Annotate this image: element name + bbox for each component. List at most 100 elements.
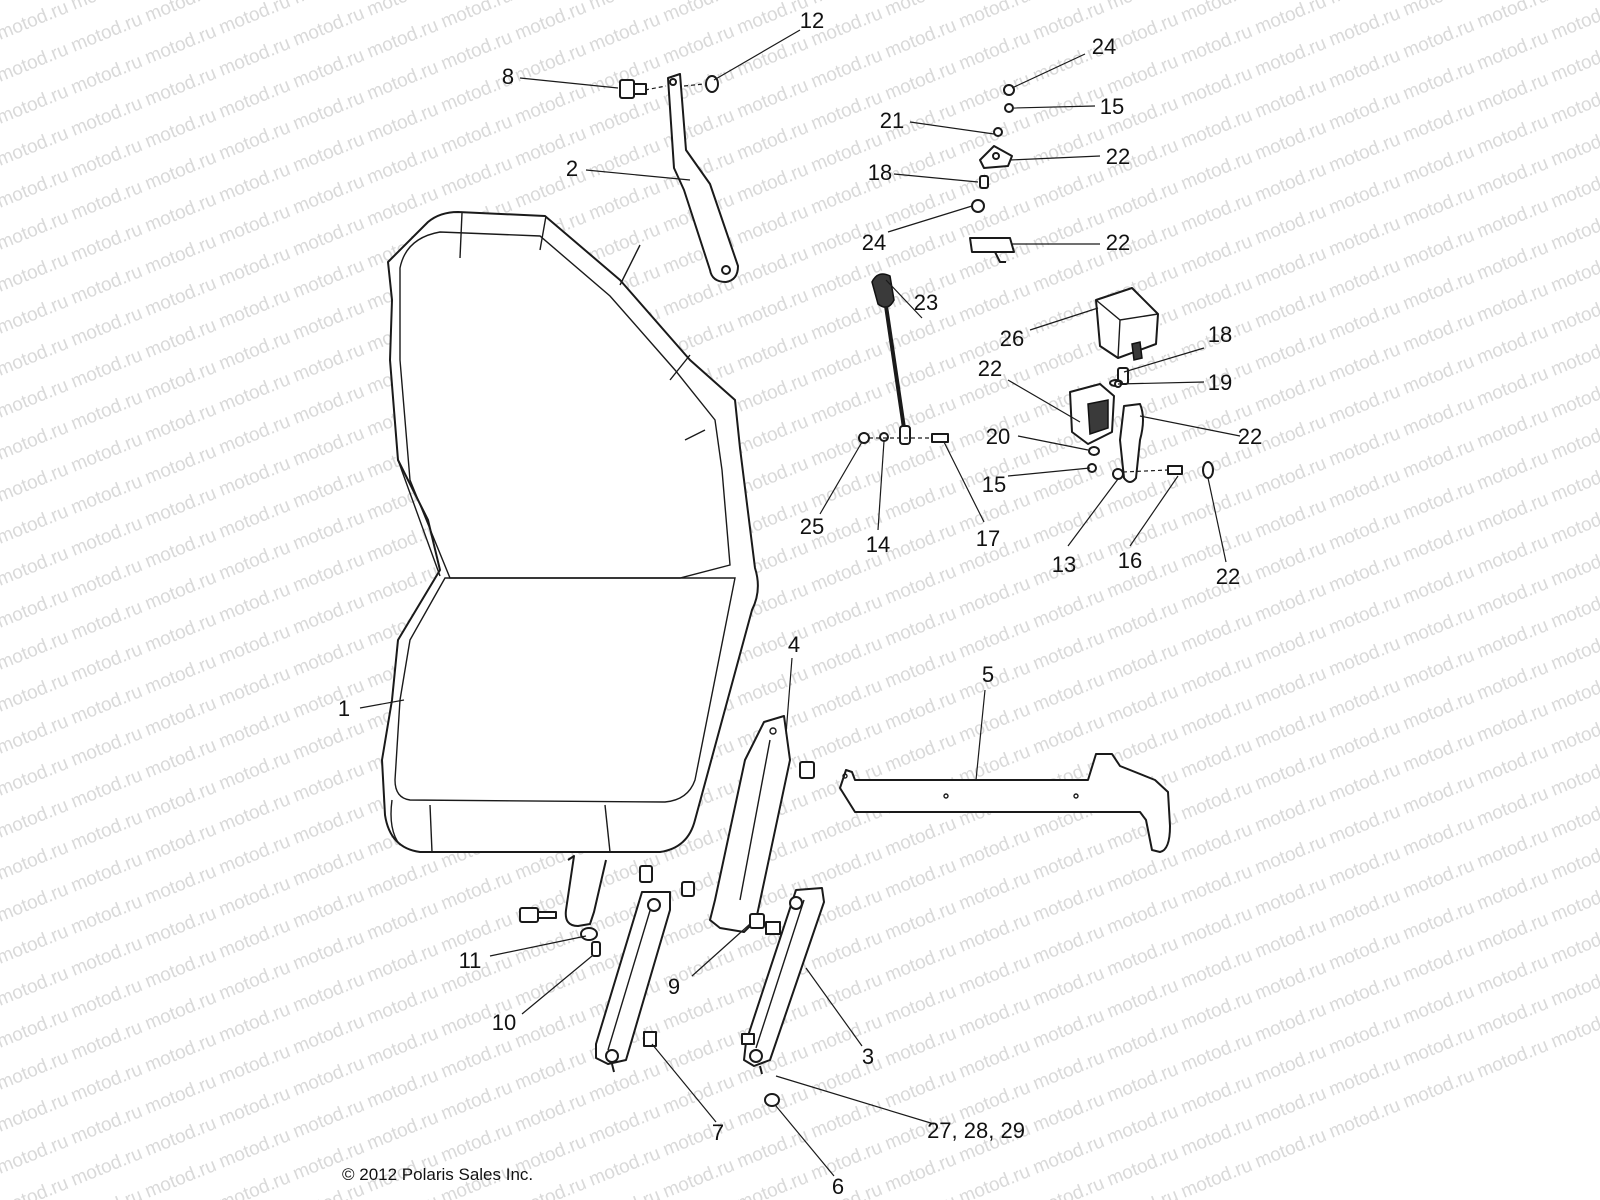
watermark-text: motod.ru bbox=[290, 969, 367, 1017]
watermark-text: motod.ru bbox=[1178, 1113, 1255, 1161]
callout-8: 8 bbox=[502, 64, 514, 89]
watermark-text: motod.ru bbox=[1252, 999, 1329, 1047]
watermark-text: motod.ru bbox=[512, 1047, 589, 1095]
bolt-part bbox=[619, 79, 647, 99]
watermark-text: motod.ru bbox=[1400, 1023, 1477, 1071]
watermark-text: motod.ru bbox=[68, 177, 145, 225]
watermark-text: motod.ru bbox=[1548, 921, 1600, 969]
callout-15: 15 bbox=[1100, 94, 1124, 119]
callout-2: 2 bbox=[566, 156, 578, 181]
watermark-text: motod.ru bbox=[512, 1089, 589, 1137]
watermark-text: motod.ru bbox=[1548, 753, 1600, 801]
callout-22: 22 bbox=[1106, 144, 1130, 169]
watermark-text: motod.ru bbox=[1326, 297, 1403, 345]
watermark-text: motod.ru bbox=[1548, 627, 1600, 675]
watermark-text: motod.ru bbox=[216, 33, 293, 81]
watermark-text: motod.ru bbox=[1326, 507, 1403, 555]
strap-part bbox=[644, 73, 739, 283]
watermark-text: motod.ru bbox=[364, 981, 441, 1029]
callout-1: 1 bbox=[338, 696, 350, 721]
watermark-text: motod.ru bbox=[1178, 1071, 1255, 1119]
watermark-text: motod.ru bbox=[1400, 225, 1477, 273]
watermark-text: motod.ru bbox=[882, 939, 959, 987]
watermark-text: motod.ru bbox=[1030, 165, 1107, 213]
watermark-text: motod.ru bbox=[1326, 255, 1403, 303]
watermark-text: motod.ru bbox=[1548, 459, 1600, 507]
watermark-text: motod.ru bbox=[1178, 483, 1255, 531]
watermark-text: motod.ru bbox=[1252, 33, 1329, 81]
watermark-text: motod.ru bbox=[1474, 783, 1551, 831]
watermark-text: motod.ru bbox=[0, 837, 71, 885]
watermark-text: motod.ru bbox=[142, 441, 219, 489]
callout-24: 24 bbox=[1092, 34, 1116, 59]
watermark-text: motod.ru bbox=[1548, 837, 1600, 885]
watermark-text: motod.ru bbox=[882, 981, 959, 1029]
watermark-text: motod.ru bbox=[1326, 969, 1403, 1017]
watermark-text: motod.ru bbox=[1400, 561, 1477, 609]
watermark-text: motod.ru bbox=[1400, 183, 1477, 231]
watermark-text: motod.ru bbox=[1030, 879, 1107, 927]
callout-19: 19 bbox=[1208, 370, 1232, 395]
watermark-text: motod.ru bbox=[290, 927, 367, 975]
watermark-text: motod.ru bbox=[216, 1041, 293, 1089]
watermark-text: motod.ru bbox=[1474, 867, 1551, 915]
watermark-text: motod.ru bbox=[1104, 891, 1181, 939]
watermark-text: motod.ru bbox=[0, 1005, 71, 1053]
watermark-text: motod.ru bbox=[1030, 837, 1107, 885]
watermark-text: motod.ru bbox=[290, 801, 367, 849]
watermark-text: motod.ru bbox=[216, 1125, 293, 1173]
seat-mount-part bbox=[564, 855, 607, 927]
callout-25: 25 bbox=[800, 514, 824, 539]
watermark-text: motod.ru bbox=[216, 75, 293, 123]
watermark-text: motod.ru bbox=[0, 501, 71, 549]
watermark-text: motod.ru bbox=[808, 843, 885, 891]
watermark-text: motod.ru bbox=[1104, 639, 1181, 687]
callout-24: 24 bbox=[862, 230, 886, 255]
watermark-text: motod.ru bbox=[142, 357, 219, 405]
watermark-text: motod.ru bbox=[1030, 921, 1107, 969]
watermark-text: motod.ru bbox=[142, 399, 219, 447]
watermark-text: motod.ru bbox=[216, 537, 293, 585]
watermark-text: motod.ru bbox=[142, 945, 219, 993]
watermark-text: motod.ru bbox=[1400, 603, 1477, 651]
watermark-text: motod.ru bbox=[0, 795, 71, 843]
watermark-text: motod.ru bbox=[1252, 75, 1329, 123]
watermark-text: motod.ru bbox=[142, 483, 219, 531]
watermark-text: motod.ru bbox=[216, 663, 293, 711]
watermark-text: motod.ru bbox=[1326, 45, 1403, 93]
watermark-text: motod.ru bbox=[0, 39, 71, 87]
watermark-text: motod.ru bbox=[216, 579, 293, 627]
watermark-text: motod.ru bbox=[956, 867, 1033, 915]
callout-14: 14 bbox=[866, 532, 890, 557]
watermark-text: motod.ru bbox=[68, 597, 145, 645]
watermark-text: motod.ru bbox=[1326, 801, 1403, 849]
seat-part bbox=[381, 211, 759, 853]
watermark-text: motod.ru bbox=[0, 753, 71, 801]
watermark-text: motod.ru bbox=[1400, 729, 1477, 777]
watermark-text: motod.ru bbox=[1474, 279, 1551, 327]
watermark-text: motod.ru bbox=[290, 423, 367, 471]
watermark-text: motod.ru bbox=[808, 465, 885, 513]
watermark-text: motod.ru bbox=[142, 63, 219, 111]
watermark-text: motod.ru bbox=[290, 3, 367, 51]
watermark-text: motod.ru bbox=[290, 549, 367, 597]
watermark-text: motod.ru bbox=[956, 27, 1033, 75]
watermark-text: motod.ru bbox=[1326, 549, 1403, 597]
watermark-text: motod.ru bbox=[1548, 1005, 1600, 1053]
callout-22: 22 bbox=[1106, 230, 1130, 255]
watermark-text: motod.ru bbox=[68, 93, 145, 141]
watermark-text: motod.ru bbox=[0, 585, 71, 633]
watermark-text: motod.ru bbox=[1400, 813, 1477, 861]
watermark-text: motod.ru bbox=[290, 465, 367, 513]
watermark-text: motod.ru bbox=[1104, 1101, 1181, 1149]
watermark-text: motod.ru bbox=[956, 825, 1033, 873]
watermark-text: motod.ru bbox=[1252, 873, 1329, 921]
watermark-text: motod.ru bbox=[68, 975, 145, 1023]
watermark-text: motod.ru bbox=[142, 315, 219, 363]
watermark-text: motod.ru bbox=[1326, 381, 1403, 429]
watermark-text: motod.ru bbox=[1326, 213, 1403, 261]
watermark-text: motod.ru bbox=[1178, 861, 1255, 909]
watermark-text: motod.ru bbox=[1252, 159, 1329, 207]
watermark-text: motod.ru bbox=[0, 543, 71, 591]
watermark-text: motod.ru bbox=[142, 1071, 219, 1119]
